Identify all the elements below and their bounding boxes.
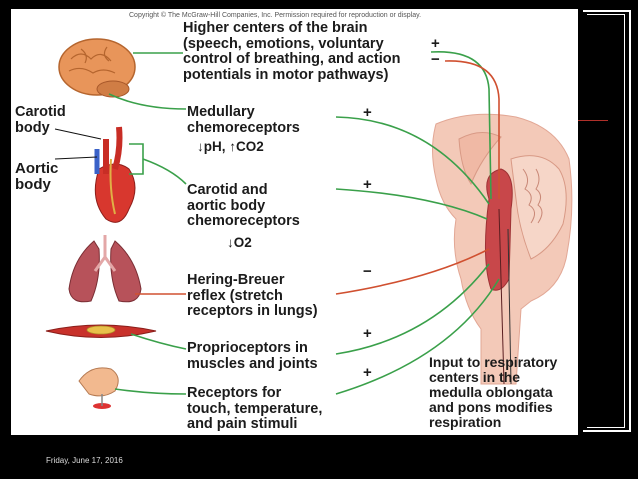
- label-hering-breuer: Hering-Breuer reflex (stretch receptors …: [187, 272, 318, 319]
- slide-frame-outer: [583, 10, 631, 432]
- muscle-illustration: [45, 324, 157, 338]
- sign-carotid: +: [363, 176, 372, 193]
- brain-illustration: [58, 38, 136, 98]
- heart-illustration: [94, 126, 136, 223]
- diagram-artwork: [45, 38, 573, 409]
- label-carotid-body: Carotid body: [15, 104, 66, 136]
- sign-higher-minus: −: [431, 51, 440, 68]
- slide-canvas: Copyright © The McGraw-Hill Companies, I…: [11, 9, 578, 435]
- label-higher-centers: Higher centers of the brain (speech, emo…: [183, 20, 401, 83]
- label-aortic-body: Aortic body: [15, 160, 59, 193]
- slide-date-footer: Friday, June 17, 2016: [46, 456, 123, 465]
- sign-higher-plus: +: [431, 35, 440, 52]
- accent-line: [578, 120, 608, 121]
- label-carotid-aortic-chemoreceptors: Carotid and aortic body chemoreceptors: [187, 182, 300, 229]
- finger-illustration: [78, 367, 119, 409]
- sign-receptors: +: [363, 364, 372, 381]
- slide-frame-inner: [587, 14, 625, 428]
- copyright-notice: Copyright © The McGraw-Hill Companies, I…: [129, 12, 422, 19]
- label-carotid-aortic-stimulus: ↓O2: [227, 235, 252, 250]
- label-input-respiratory-centers: Input to respiratory centers in the medu…: [429, 354, 558, 430]
- brainstem-illustration: [432, 113, 573, 385]
- connector-lines: [54, 51, 500, 395]
- label-medullary-chemoreceptors: Medullary chemoreceptors: [187, 104, 300, 136]
- sign-hering: −: [363, 263, 372, 280]
- label-proprioceptors: Proprioceptors in muscles and joints: [187, 340, 318, 372]
- lungs-illustration: [68, 235, 142, 303]
- label-medullary-stimulus: ↓pH, ↑CO2: [197, 139, 264, 154]
- sign-proprio: +: [363, 325, 372, 342]
- sign-medullary: +: [363, 104, 372, 121]
- label-receptors: Receptors for touch, temperature, and pa…: [187, 385, 323, 432]
